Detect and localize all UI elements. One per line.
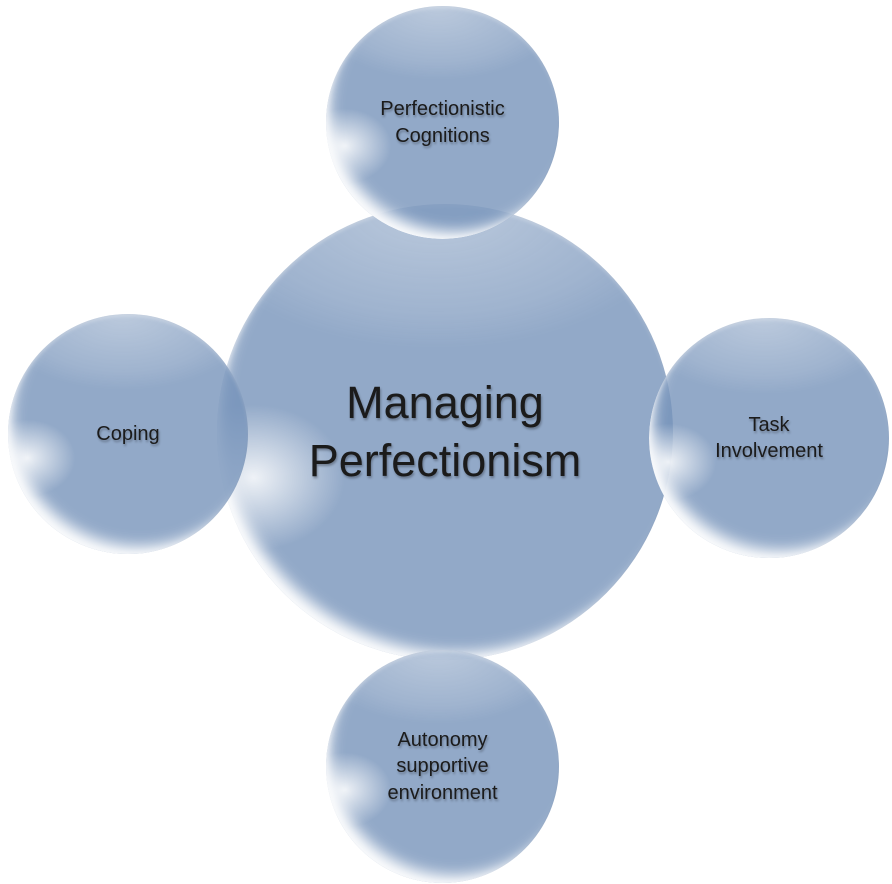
node-circle-top: Perfectionistic Cognitions — [326, 6, 559, 239]
node-label-right: Task Involvement — [715, 413, 823, 462]
node-circle-center: Managing Perfectionism — [217, 204, 673, 660]
node-circle-bottom: Autonomy supportive environment — [326, 650, 559, 883]
node-label-top: Perfectionistic Cognitions — [380, 98, 505, 147]
node-circle-right: Task Involvement — [649, 318, 889, 558]
node-circle-left: Coping — [8, 314, 248, 554]
node-label-bottom: Autonomy supportive environment — [387, 728, 498, 804]
node-label-left: Coping — [96, 422, 160, 445]
node-label-center: Managing Perfectionism — [308, 376, 582, 487]
